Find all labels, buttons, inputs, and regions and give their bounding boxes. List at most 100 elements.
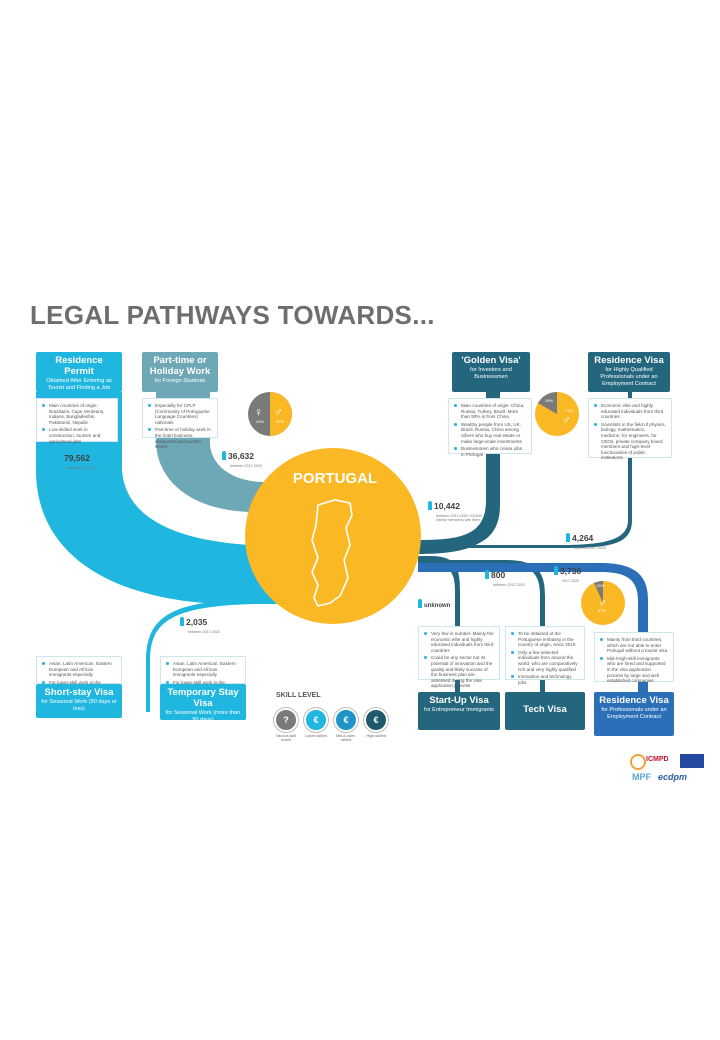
female-percent: 13% [596,583,605,588]
stat-label: between 2017-2020 [493,583,525,587]
list-item: Main countries of origin: China, Russia,… [454,403,526,420]
list-item: Wealthy people from US, UK, Brazil, Russ… [454,422,526,444]
stat-number: 3,730 [560,566,582,576]
skill-high: € High-skilled [362,708,390,738]
male-icon: ♂ [598,596,607,610]
panel-residence-permit: Main countries of origin: Brazilians, Ca… [36,398,118,444]
ecdpm-logo: ecdpm [658,772,688,782]
stat-part-time: 36,632 between 2017-2020 [222,446,262,468]
box-subtitle: Obtained After Entering as Tourist and F… [46,378,112,391]
box-title: Residence Visa [594,355,664,366]
panel-temporary-stay: Asian, Latin American, Eastern European … [160,656,246,696]
coin-stack-icon: € [364,708,388,732]
stat-golden-visa: 10,442 between 2012-2020 +15,643 (family… [428,496,488,522]
list-item: Economic elite and highly educated indiv… [594,403,666,420]
stat-label: between 2017-2020 [574,546,606,550]
box-title: Short-stay Visa [44,687,114,698]
stat-label: 2017-2020 [562,579,580,583]
skill-label: Mid-/Lower-skilled [335,734,357,742]
male-percent: 57% [276,419,285,424]
mpf-logo: MPF [632,772,651,782]
box-title: Residence Visa [599,695,669,706]
list-item: Scientists in the field of physics, biol… [594,422,666,461]
box-tech: Tech Visa [505,692,585,730]
male-icon: ♂ [562,413,571,427]
panel-short-stay: Asian, Latin American, Eastern European … [36,656,122,696]
box-title: Tech Visa [523,704,567,715]
male-percent: 87% [598,608,607,613]
person-icon [554,566,558,575]
eu-flag-icon [680,754,704,768]
list-item: Only a few selected individuals from aro… [511,650,579,672]
stat-number: unknown [424,603,451,609]
stat-residence-visa-emp: 3,730 2017-2020 [554,561,581,583]
person-icon [428,501,432,510]
list-item: Could be any sector but its potential of… [424,655,494,689]
box-subtitle: for Professionals under an Employment Co… [601,707,667,720]
box-part-time: Part-time or Holiday Work for Foreign St… [142,352,218,392]
stat-residence-permit: 79,562 between 2017-2020 [58,448,98,470]
panel-startup: Very few in number. Mainly the economic … [418,626,500,688]
box-title: Residence Permit [55,355,103,377]
person-icon [566,533,570,542]
person-icon [180,617,184,626]
gender-emp-female [594,581,603,603]
box-subtitle: for Seasonal Work (more than 90 days) [165,710,241,723]
female-percent: 29% [545,398,554,403]
box-subtitle: for Foreign Students [154,378,206,384]
person-icon [58,453,62,462]
list-item: Main countries of origin: Brazilians, Ca… [42,403,112,425]
panel-residence-visa-emp: Mainly from third countries, which are n… [594,632,674,684]
male-percent: 71% [565,408,574,413]
box-residence-permit: Residence Permit Obtained After Entering… [36,352,122,392]
logos: ICMPD MPF ecdpm [628,752,708,786]
gender-golden-female [538,392,557,414]
portugal-map-icon [311,499,353,607]
stat-number: 79,562 [64,453,90,463]
coins-icon: € [334,708,358,732]
skill-various: ? Various skill levels [272,708,300,742]
stat-number: 4,264 [572,533,594,543]
stat-number: 36,632 [228,451,254,461]
box-residence-visa-hq: Residence Visa for Highly Qualified Prof… [588,352,670,392]
box-subtitle: for Seasonal Work (90 days or less) [41,699,117,712]
list-item: Part-time or holiday work in the hotel b… [148,427,212,449]
list-item: Especially for CPLP (Community of Portug… [148,403,212,425]
list-item: Mid-/High-skill immigrants who are hired… [600,656,668,684]
box-subtitle: for Entrepreneur Immigrants [424,707,494,713]
box-golden-visa: 'Golden Visa' for Investors and Business… [452,352,530,392]
person-icon [485,570,489,579]
stat-temporary-stay: 2,035 between 2017-2020 [180,612,220,634]
female-icon: ♀ [254,405,263,419]
icmpd-logo: ICMPD [646,756,669,763]
box-subtitle: for Investors and Businessmen [470,367,512,380]
box-title: Start-Up Visa [429,695,489,706]
stat-startup: unknown [418,594,450,612]
box-residence-visa-emp: Residence Visa for Professionals under a… [594,692,674,736]
panel-golden-visa: Main countries of origin: China, Russia,… [448,398,532,457]
stat-tech: 800 between 2017-2020 [485,565,525,587]
stat-label: between 2012-2020 +15,643 (family member… [436,514,482,523]
list-item: Mainly from third countries, which are n… [600,637,668,654]
page-title: LEGAL PATHWAYS TOWARDS... [30,300,435,330]
skill-label: Various skill levels [276,734,296,742]
list-item: Asian, Latin American, Eastern European … [42,661,116,678]
box-startup: Start-Up Visa for Entrepreneur Immigrant… [418,692,500,730]
stat-label: between 2017-2020 [66,466,98,470]
panel-residence-visa-hq: Economic elite and highly educated indiv… [588,398,672,461]
person-icon [418,599,422,608]
list-item: To be obtained at the Portuguese embassy… [511,631,579,648]
female-percent: 43% [256,419,265,424]
box-title: 'Golden Visa' [461,355,521,366]
stat-number: 800 [491,570,506,580]
stat-number: 2,035 [186,617,208,627]
stat-label: between 2017-2020 [188,630,220,634]
stat-label: between 2017-2020 [230,464,262,468]
list-item: Low-skilled work in construction, touris… [42,427,112,444]
panel-part-time: Especially for CPLP (Community of Portug… [142,398,218,449]
box-title: Part-time or Holiday Work [149,355,211,377]
list-item: Asian, Latin American, Eastern European … [166,661,240,678]
portugal-circle [245,448,421,624]
skill-label: High-skilled [366,734,386,738]
